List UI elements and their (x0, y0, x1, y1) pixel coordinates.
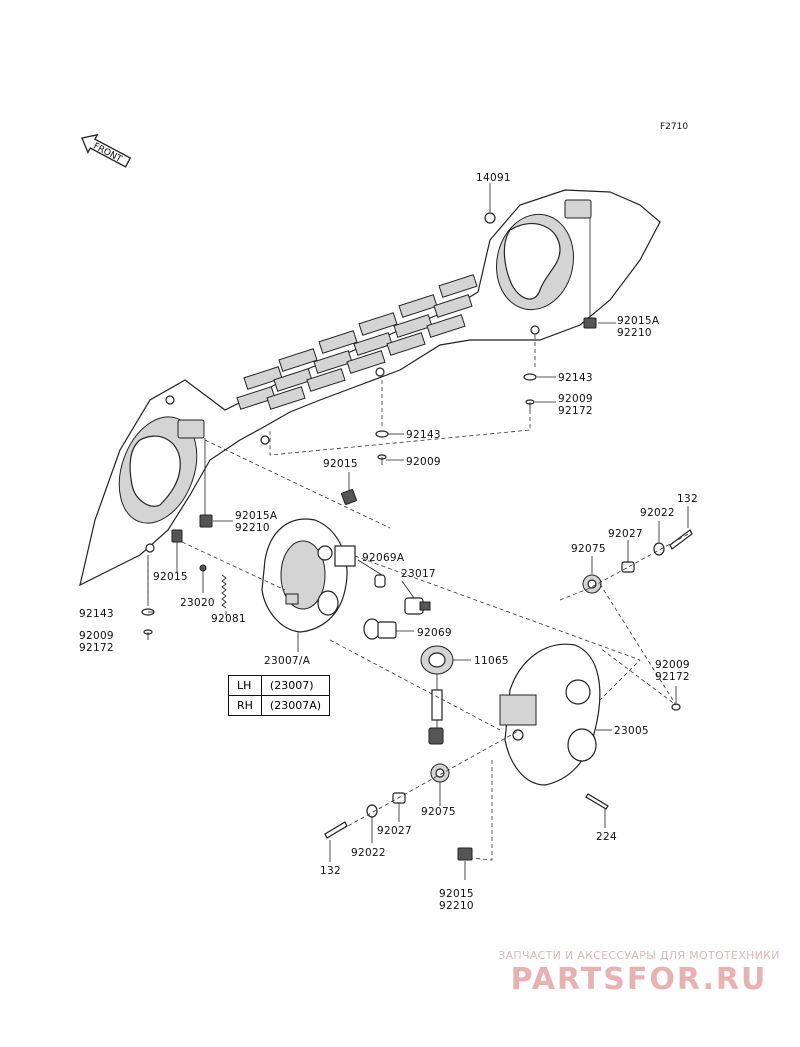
bolt-icon (669, 529, 693, 550)
side-cell: LH (228, 675, 262, 696)
washer-icon (653, 542, 665, 556)
callout-92069: 92069 (417, 627, 452, 639)
callout-92009: 92009 (406, 456, 441, 468)
bulb-92069-icon (363, 618, 397, 640)
watermark-tagline: ЗАПЧАСТИ И АКСЕССУАРЫ ДЛЯ МОТОТЕХНИКИ (498, 949, 780, 962)
washer-icon (375, 430, 389, 438)
callout-92015A: 92015A (235, 510, 278, 522)
clip-nut-icon (457, 847, 473, 861)
headlight-cowl-panel (79, 189, 661, 587)
callout-92009: 92009 (558, 393, 593, 405)
callout-92027: 92027 (608, 528, 643, 540)
bolt-icon (324, 821, 348, 839)
callout-92015: 92015 (323, 458, 358, 470)
collar-icon (621, 561, 635, 573)
part-cell: (23007) (260, 675, 331, 696)
callout-132: 132 (677, 493, 698, 505)
callout-92172: 92172 (655, 671, 690, 683)
grille-louvres (236, 274, 478, 410)
callout-92143: 92143 (558, 372, 593, 384)
socket-23017-icon (404, 597, 431, 615)
front-arrow-icon: FRONT (81, 133, 132, 168)
headlight-unit-left (261, 518, 356, 633)
callout-23017: 23017 (401, 568, 436, 580)
washer-icon (523, 373, 537, 381)
screw-icon (525, 399, 535, 410)
side-variant-table: LH (23007) RH (23007A) (228, 675, 331, 716)
callout-92015: 92015 (153, 571, 188, 583)
callout-92075: 92075 (571, 543, 606, 555)
callout-92022: 92022 (640, 507, 675, 519)
callout-92069A: 92069A (362, 552, 405, 564)
callout-23007-A: 23007/A (264, 655, 311, 667)
assembly-guide-lines (147, 335, 693, 861)
callout-23020: 23020 (180, 597, 215, 609)
callout-92075: 92075 (421, 806, 456, 818)
screw-icon (377, 454, 387, 465)
callout-92210: 92210 (439, 900, 474, 912)
callout-92143: 92143 (79, 608, 114, 620)
callout-92081: 92081 (211, 613, 246, 625)
clip-nut-icon (199, 514, 213, 528)
collar-icon (392, 792, 406, 804)
callout-92009: 92009 (79, 630, 114, 642)
clip-nut-icon (583, 317, 597, 329)
spring-icon (221, 574, 227, 609)
screw-224-icon (585, 793, 609, 810)
screw-icon (671, 703, 681, 711)
screw-icon (143, 629, 153, 640)
clip-nut-icon (171, 529, 183, 543)
callout-14091: 14091 (476, 172, 511, 184)
table-row: LH (23007) (228, 675, 331, 696)
callout-92210: 92210 (617, 327, 652, 339)
grommet-icon (430, 763, 450, 783)
callout-92022: 92022 (351, 847, 386, 859)
socket-11065-icon (420, 645, 454, 745)
front-label: FRONT (91, 141, 123, 164)
callout-11065: 11065 (474, 655, 509, 667)
callout-92027: 92027 (377, 825, 412, 837)
callout-132: 132 (320, 865, 341, 877)
callout-92015: 92015 (439, 888, 474, 900)
callout-92210: 92210 (235, 522, 270, 534)
headlight-unit-right (499, 643, 601, 786)
bolt-icon (199, 564, 207, 572)
table-row: RH (23007A) (228, 695, 331, 716)
grommet-icon (582, 574, 602, 594)
clip-nut-icon (341, 489, 357, 505)
callout-23005: 23005 (614, 725, 649, 737)
part-cell: (23007A) (260, 695, 331, 716)
callout-92172: 92172 (558, 405, 593, 417)
callout-92015A: 92015A (617, 315, 660, 327)
callout-92009: 92009 (655, 659, 690, 671)
callout-92172: 92172 (79, 642, 114, 654)
callout-224: 224 (596, 831, 617, 843)
watermark-logo: PARTSFOR.RU (510, 962, 768, 997)
callout-92143: 92143 (406, 429, 441, 441)
bulb-92069A-icon (374, 574, 386, 588)
figure-code: F2710 (660, 122, 688, 132)
side-cell: RH (228, 695, 262, 716)
